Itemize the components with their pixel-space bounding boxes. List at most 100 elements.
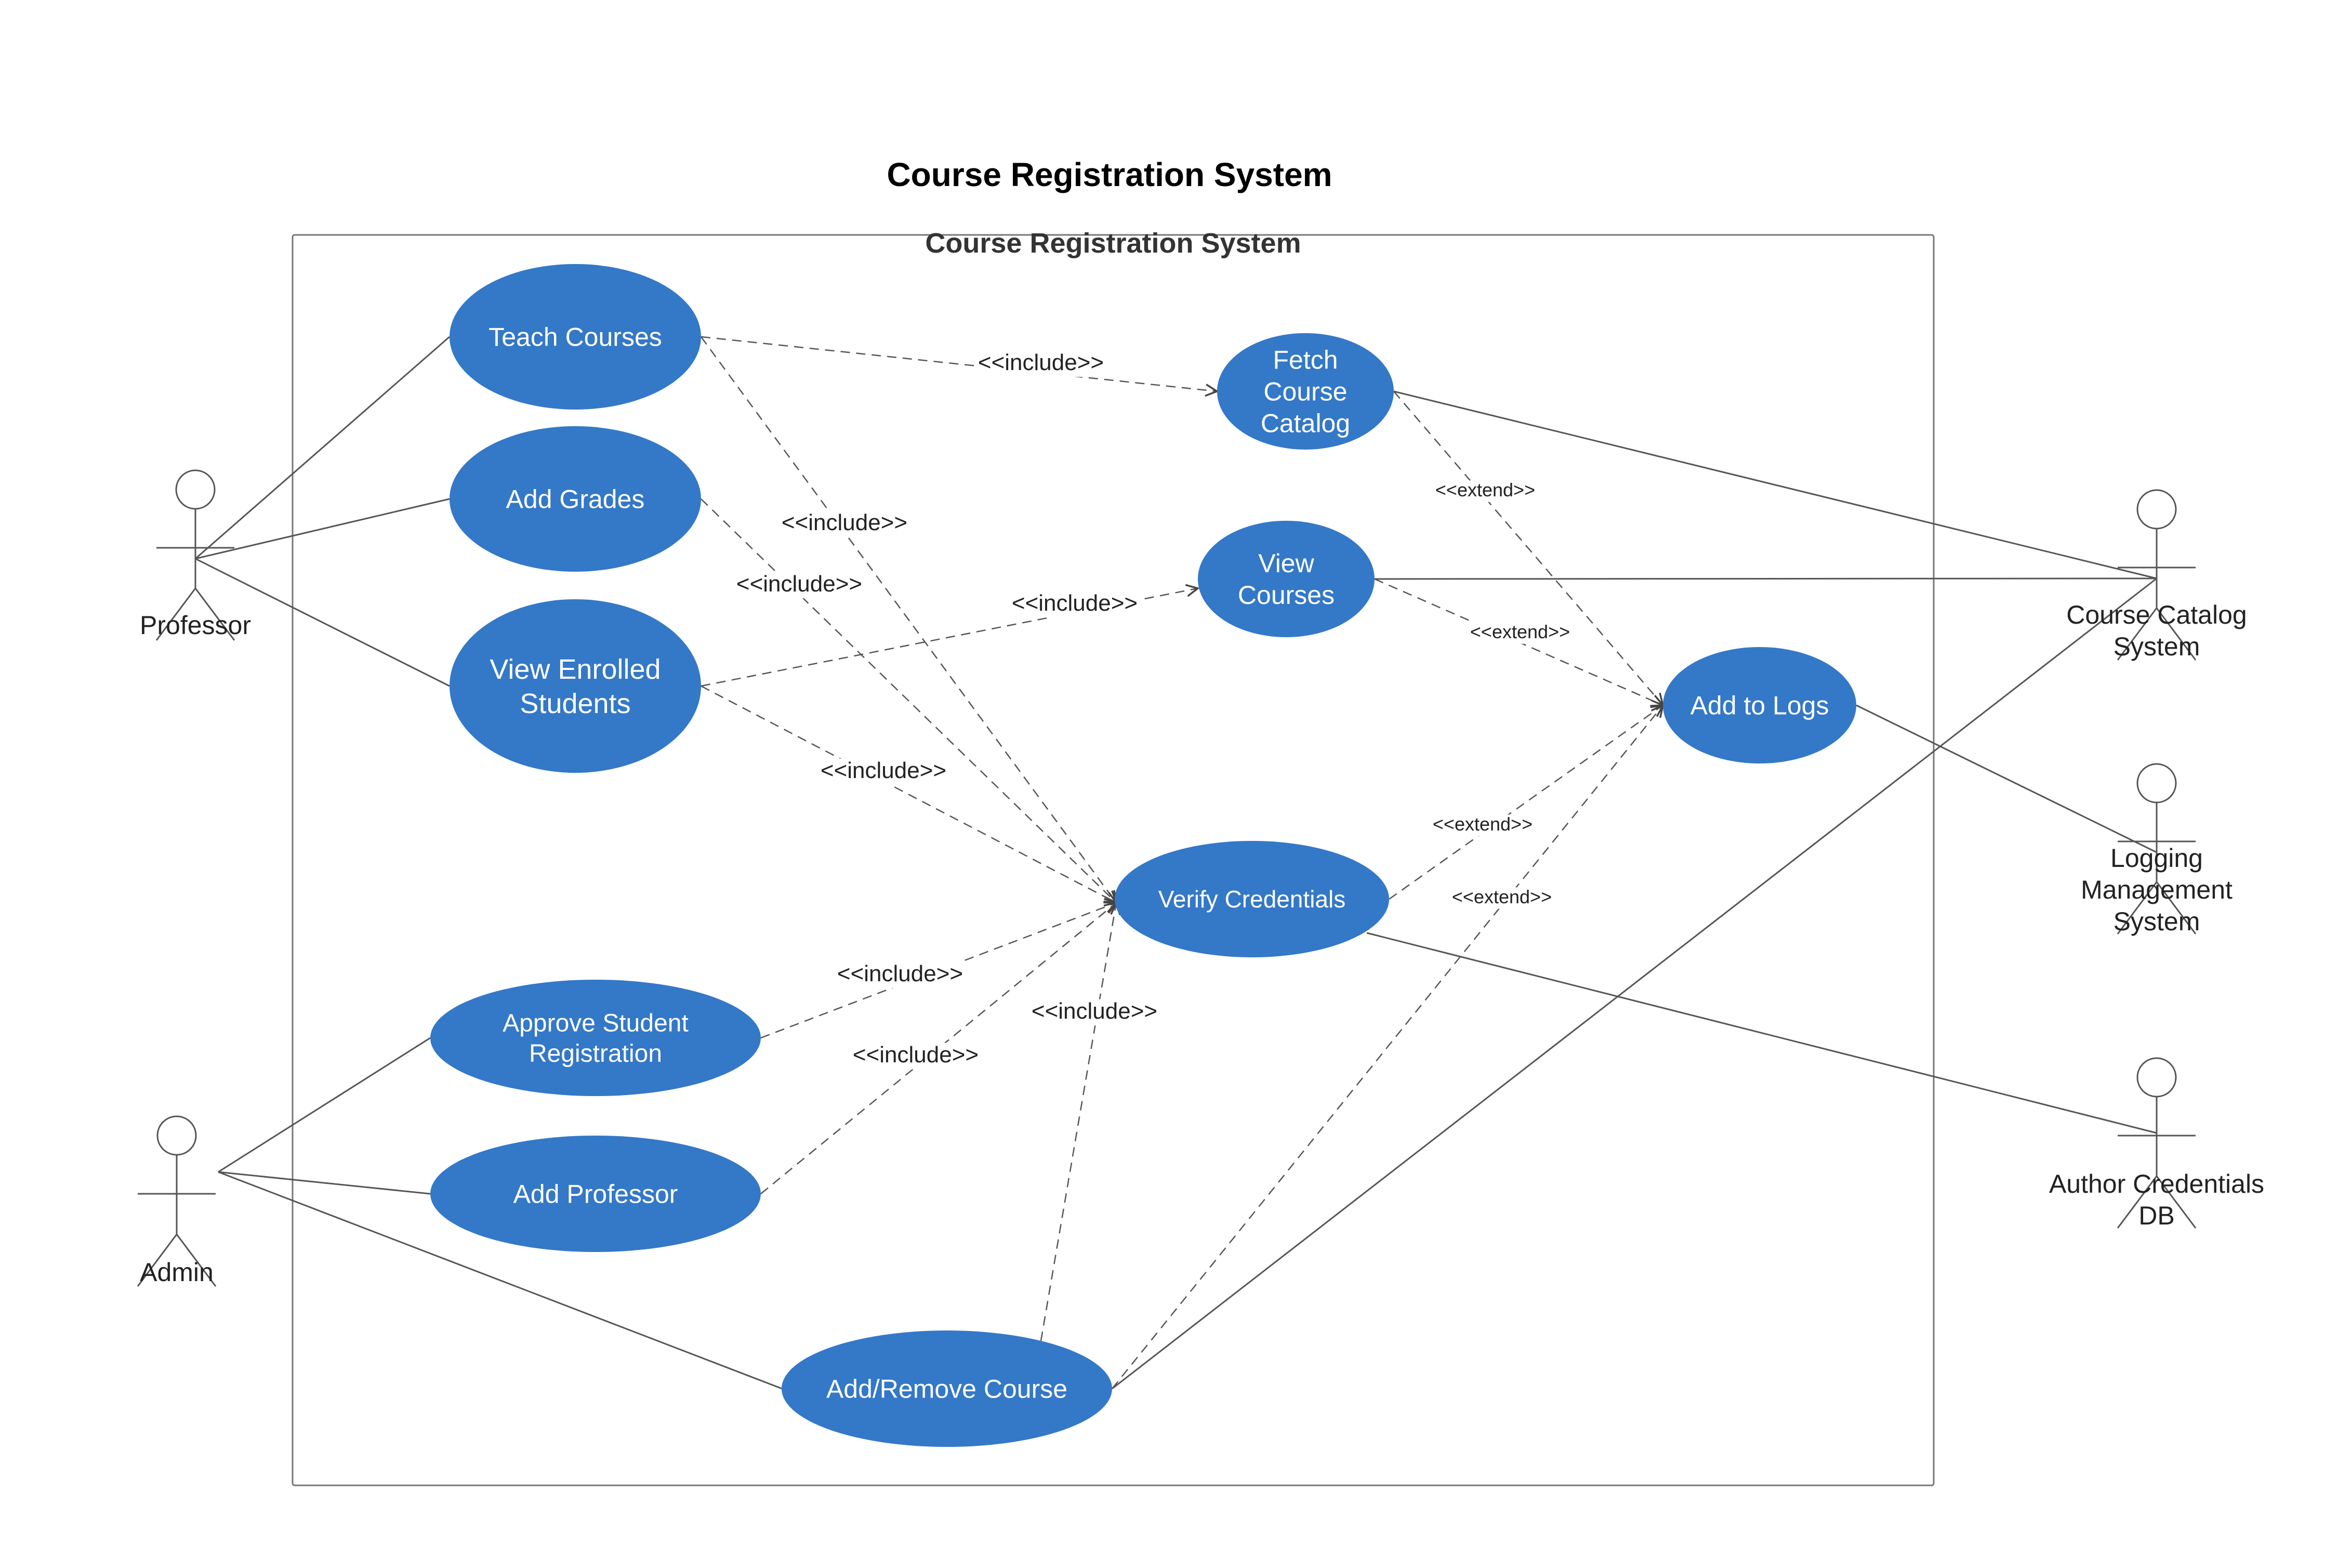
use-case-ellipse xyxy=(1115,841,1389,957)
actor-figure xyxy=(155,509,235,641)
dependency-label-teach-fetch: <<include>> xyxy=(978,350,1104,375)
use-case-teach-courses: Teach Courses xyxy=(450,264,701,410)
use-case-ellipse xyxy=(430,1136,761,1252)
association-line-admin-approve xyxy=(218,1037,431,1173)
association-line-fetch-catalog xyxy=(1393,390,2157,579)
association-line-admin-addremove xyxy=(218,1171,783,1390)
use-case-ellipse xyxy=(1198,521,1375,637)
dependency-label-addremove-logs: <<extend>> xyxy=(1452,886,1552,907)
dependency-arrow-teach-verify xyxy=(700,336,1116,903)
dependency-arrow-fetch-logs xyxy=(1393,391,1663,705)
use-case-ellipse xyxy=(450,599,701,773)
dependency-label-addremove-verify: <<include>> xyxy=(1032,998,1157,1024)
dependency-arrow-addremove-verify xyxy=(1040,903,1116,1341)
use-case-label: Verify Credentials xyxy=(1158,886,1346,913)
association-line-professor-enrolled xyxy=(195,558,450,687)
dependency-label-teach-verify: <<include>> xyxy=(782,510,907,535)
actor-figure xyxy=(2117,1097,2197,1229)
association-line-verify-authdb xyxy=(1366,932,2157,1134)
dependency-label-view-logs: <<extend>> xyxy=(1470,621,1570,642)
actor-head xyxy=(2136,763,2177,803)
dependency-arrow-addremove-logs xyxy=(1112,705,1663,1389)
dependency-label-background xyxy=(1431,480,1540,502)
association-line-logs-logging xyxy=(1856,704,2157,853)
use-case-label: Add Professor xyxy=(513,1180,678,1209)
dependency-label-background xyxy=(974,350,1107,377)
use-case-add-grades: Add Grades xyxy=(450,426,701,572)
dependency-arrow-enrolled-verify xyxy=(701,685,1116,903)
dependency-label-background xyxy=(1465,622,1575,644)
actor-head xyxy=(156,1115,197,1156)
dependency-label-background xyxy=(1428,814,1537,836)
use-case-add-to-logs: Add to Logs xyxy=(1663,647,1856,763)
use-case-label: Add Grades xyxy=(506,485,645,514)
dependency-label-background xyxy=(817,758,950,785)
use-case-ellipse xyxy=(450,264,701,410)
dependency-label-background xyxy=(834,961,967,989)
actor-label: Professor xyxy=(140,611,251,640)
use-case-add-remove-course: Add/Remove Course xyxy=(782,1330,1112,1447)
actor-admin: Admin xyxy=(137,1115,217,1287)
dependency-label-grades-verify: <<include>> xyxy=(736,571,862,597)
association-line-addremove-catalog xyxy=(1112,577,2157,1390)
dependency-arrow-teach-fetch xyxy=(701,336,1217,391)
system-boundary xyxy=(292,234,1935,1486)
association-line-admin-addprof xyxy=(218,1171,431,1195)
dependency-label-background xyxy=(1028,999,1161,1026)
dependency-label-verify-logs: <<extend>> xyxy=(1433,813,1533,835)
association-lines xyxy=(195,336,2157,1390)
association-line-view-catalog xyxy=(1374,577,2157,580)
dependency-label-background xyxy=(778,510,911,537)
use-case-ellipse xyxy=(450,426,701,572)
actor-professor: Professor xyxy=(140,469,251,641)
actor-figure xyxy=(2117,802,2197,934)
association-line-professor-teach xyxy=(195,336,450,560)
dependency-label-enrolled-verify: <<include>> xyxy=(821,758,946,783)
dependency-label-background xyxy=(849,1043,982,1070)
use-case-label: Add to Logs xyxy=(1690,691,1829,720)
actor-figure xyxy=(2117,529,2197,661)
actor-head xyxy=(175,469,216,510)
actor-figure xyxy=(137,1155,217,1287)
dependency-labels: <<include>> <<include>> <<include>> <<inclu… xyxy=(733,350,1575,1070)
system-boundary-label: Course Registration System xyxy=(925,228,1301,259)
dependency-label-fetch-logs: <<extend>> xyxy=(1435,479,1535,500)
diagram-title: Course Registration System xyxy=(887,156,1332,193)
dependency-label-approve-verify: <<include>> xyxy=(837,961,963,986)
dependency-arrow-addprof-verify xyxy=(760,903,1116,1194)
use-case-ellipse xyxy=(782,1330,1112,1447)
dependency-label-enrolled-view: <<include>> xyxy=(1012,590,1138,616)
dependency-label-background xyxy=(733,572,866,599)
use-case-add-professor: Add Professor xyxy=(430,1136,761,1252)
dependency-label-background xyxy=(1447,887,1556,909)
actor-label: Admin xyxy=(140,1258,214,1287)
use-case-ellipse xyxy=(1217,333,1394,450)
actor-head xyxy=(2136,489,2177,530)
use-case-verify-credentials: Verify Credentials xyxy=(1115,841,1389,957)
use-case-label: Teach Courses xyxy=(488,323,662,352)
use-case-ellipse xyxy=(430,980,761,1096)
dependency-arrow-verify-logs xyxy=(1389,705,1663,900)
dependency-label-background xyxy=(1008,591,1141,618)
dependency-arrow-grades-verify xyxy=(701,498,1116,903)
actor-head xyxy=(2136,1057,2177,1098)
use-case-ellipse xyxy=(1663,647,1856,763)
dependency-label-addprof-verify: <<include>> xyxy=(853,1042,979,1068)
